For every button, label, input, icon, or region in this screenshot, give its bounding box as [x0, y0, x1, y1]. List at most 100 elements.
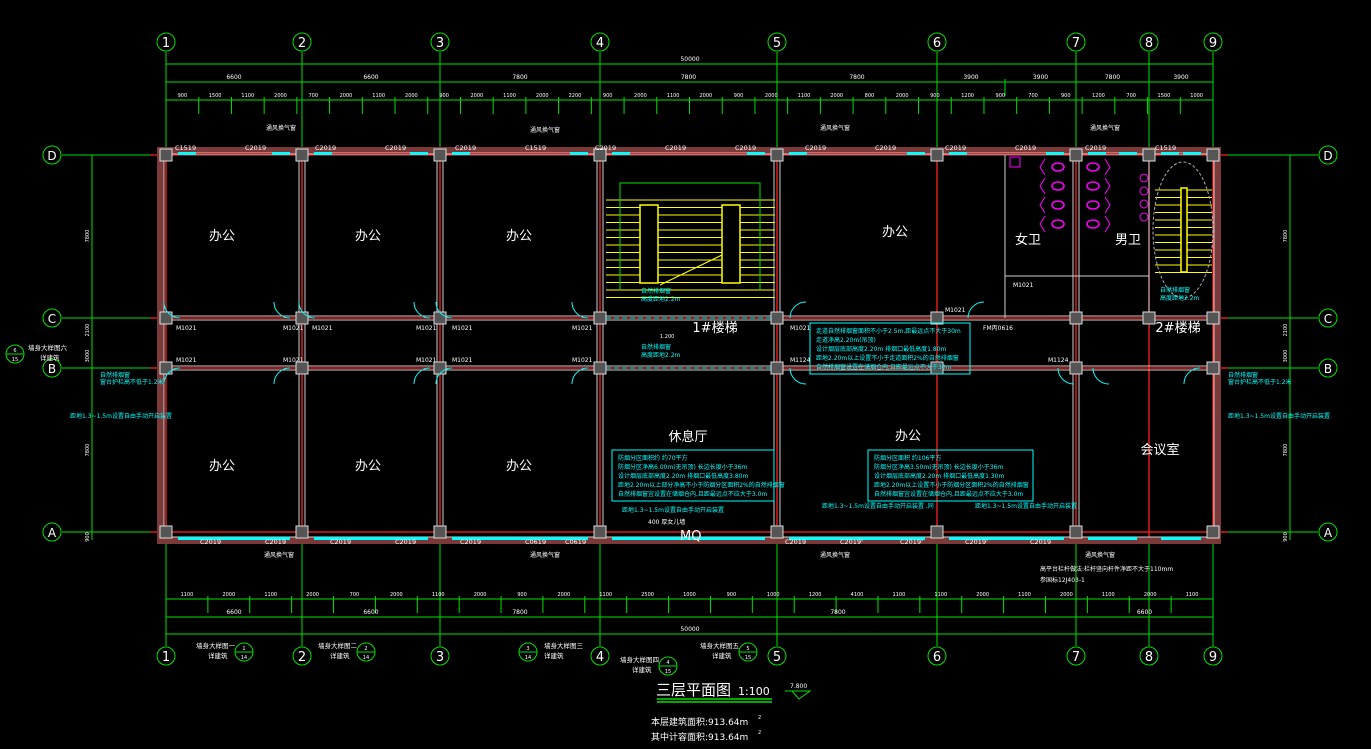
- dimension-text: 2000: [474, 592, 487, 598]
- curtain-wall-label: MQ: [680, 529, 701, 544]
- dimension-text: 6600: [363, 609, 378, 616]
- column: [1069, 311, 1083, 325]
- axis-label: 5: [773, 650, 781, 665]
- window-label: C2019: [265, 538, 286, 546]
- toilet-icon: [1086, 219, 1100, 229]
- door-swing: [571, 301, 589, 319]
- window-label: C2019: [460, 538, 481, 546]
- dimension-text: 2000: [390, 592, 403, 598]
- dimension-text: 1100: [241, 93, 254, 99]
- axis-bubble: [156, 646, 176, 666]
- dimension-text: 6600: [226, 609, 241, 616]
- door-label: M1021: [452, 325, 473, 332]
- dimension-text: 6600: [226, 74, 241, 81]
- axis-label: D: [47, 149, 56, 163]
- window-label: C1519: [525, 144, 546, 152]
- column: [770, 311, 784, 325]
- axis-label: B: [1324, 362, 1332, 376]
- door-label: M1021: [283, 325, 304, 332]
- axis-label: C: [48, 312, 56, 326]
- window-label: C2019': [840, 538, 863, 546]
- note-text: 设计烟层底部高度2.20m 排烟口最低高度1.30m: [874, 472, 1004, 480]
- column: [295, 361, 309, 375]
- dimension-text: 2000: [340, 93, 353, 99]
- dimension-text: 1000: [767, 592, 780, 598]
- building-area: 本层建筑面积:913.64m: [651, 716, 748, 728]
- door-label: M1021: [1013, 282, 1034, 289]
- dimension-text: 2000: [306, 592, 319, 598]
- room-label: 休息厅: [668, 429, 707, 445]
- axis-bubble: [42, 145, 62, 165]
- detail-number: 5: [746, 646, 749, 652]
- dimension-text: 2000: [634, 93, 647, 99]
- dimension-text: 7800: [1283, 230, 1289, 243]
- axis-bubble: [42, 522, 62, 542]
- axis-bubble: [927, 646, 947, 666]
- dimension-text: 1200: [809, 592, 822, 598]
- room-label: 办公: [209, 229, 235, 244]
- detail-subtitle: 详建筑: [208, 651, 228, 660]
- vent-label: 通风换气窗: [264, 551, 294, 559]
- window-label: C2019: [1015, 144, 1036, 152]
- detail-number: 1: [242, 646, 245, 652]
- stair-note: 自然排烟窗: [641, 287, 671, 295]
- axis-label: C: [1324, 312, 1332, 326]
- room-label: 男卫: [1115, 233, 1141, 248]
- note-text: 走道自然排烟窗面积不小于2.5m,距最远点不大于30m: [816, 327, 961, 335]
- smoke-window-note: 距地1.3~1.5m设置自由手动开启装置: [1228, 412, 1330, 420]
- vent-label: 通风换气窗: [1085, 551, 1115, 559]
- axis-label: 8: [1145, 36, 1153, 51]
- note-text: 距地2.20m以上设置不小于防烟分区面积2%的自然排烟窗: [874, 481, 1029, 489]
- window-label: C2019: [200, 538, 221, 546]
- dimension-text: 2100: [85, 324, 91, 337]
- dimension-text: 1100: [1102, 592, 1115, 598]
- drawing-scale: 1:100: [738, 685, 770, 698]
- urinal-icon: [1139, 186, 1149, 196]
- dimension-text: 6600: [363, 74, 378, 81]
- axis-label: 5: [773, 36, 781, 51]
- stall-partition: [1039, 215, 1046, 233]
- stall-partition: [1104, 215, 1111, 233]
- window: [452, 537, 588, 540]
- dimension-text: 900: [930, 93, 940, 99]
- dimension-text: 2000: [896, 93, 909, 99]
- room-label: 办公: [355, 229, 381, 244]
- dimension-text: 800: [865, 93, 875, 99]
- dimension-text: 2000: [470, 93, 483, 99]
- window-label: C2019: [945, 144, 966, 152]
- note-text: 防烟分区面积 约106平方: [874, 454, 941, 462]
- dimension-text: 2000: [976, 592, 989, 598]
- dimension-text: 2000: [765, 93, 778, 99]
- window-label: C0619: [525, 538, 546, 546]
- note-text: 防烟分区净高6.00m(无吊顶) 长边长度小于36m: [618, 463, 747, 471]
- dimension-text: 1100: [372, 93, 385, 99]
- window-label: C2019': [900, 538, 923, 546]
- window: [949, 537, 1064, 540]
- axis-bubble: [42, 308, 62, 328]
- stall-partition: [1104, 196, 1111, 214]
- area-unit: 2: [758, 715, 761, 721]
- dimension-text: 1000: [1190, 93, 1203, 99]
- axis-label: 4: [596, 36, 604, 51]
- column: [593, 525, 607, 539]
- door-swing: [435, 301, 453, 319]
- window: [1088, 537, 1137, 540]
- axis-bubble: [1318, 145, 1338, 165]
- dimension-text: 7800: [512, 74, 527, 81]
- room-label: 办公: [506, 229, 532, 244]
- axis-label: 8: [1145, 650, 1153, 665]
- note-text: 自然排烟窗设置在储烟仓内,且距最远点不大于30m: [816, 363, 952, 371]
- urinal-icon: [1139, 199, 1149, 209]
- dimension-text: 2000: [1144, 592, 1157, 598]
- window-label: C0619: [565, 538, 586, 546]
- column: [930, 311, 944, 325]
- detail-title: 墙身大样图五: [700, 641, 740, 650]
- door-swing: [435, 367, 453, 385]
- dimension-text: 1100: [432, 592, 445, 598]
- dimension-text: 1500: [1158, 93, 1171, 99]
- axis-label: 6: [933, 650, 941, 665]
- stall-partition: [1039, 196, 1046, 214]
